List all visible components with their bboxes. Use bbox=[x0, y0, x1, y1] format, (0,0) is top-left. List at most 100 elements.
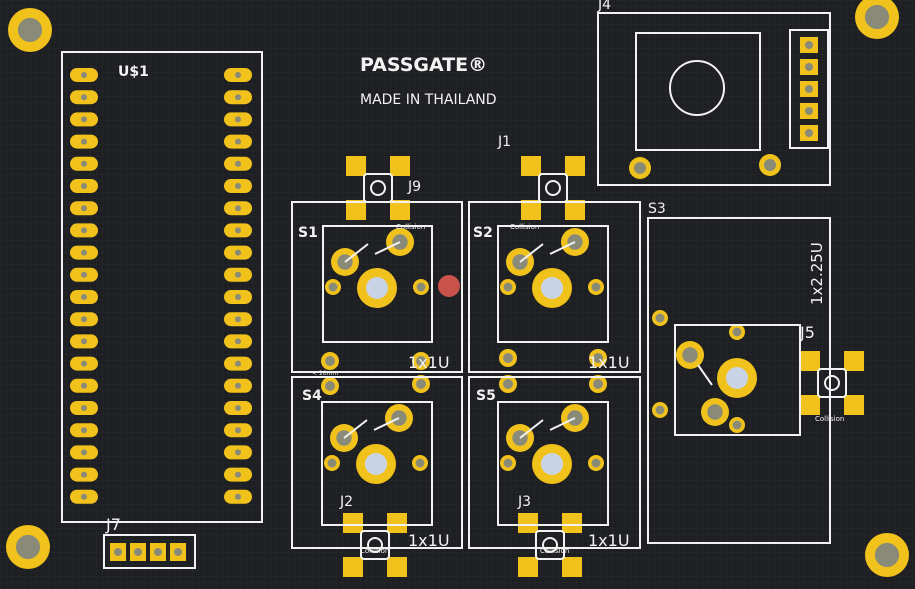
j3-ring bbox=[542, 537, 558, 553]
j2-pad bbox=[387, 513, 407, 533]
u1-pin-drill bbox=[235, 183, 241, 189]
s1-outline bbox=[291, 201, 463, 373]
u1-pin-drill bbox=[235, 294, 241, 300]
u1-pin-drill bbox=[235, 160, 241, 167]
u1-pin-drill bbox=[235, 427, 241, 434]
j4-pin-drill bbox=[805, 63, 813, 71]
j1-pad bbox=[521, 200, 541, 220]
label-s5: S5 bbox=[476, 388, 496, 404]
u1-pin-drill bbox=[81, 405, 87, 411]
j9-pad bbox=[390, 200, 410, 220]
s1-hole-drill bbox=[325, 356, 335, 366]
mounting-hole-drill bbox=[17, 17, 43, 43]
label-j9: J9 bbox=[407, 179, 421, 195]
u1-pin-drill bbox=[235, 493, 241, 500]
j1-pad bbox=[565, 200, 585, 220]
s3-pad-drill bbox=[707, 404, 723, 420]
u1-outline bbox=[61, 51, 263, 523]
j1-pad bbox=[521, 156, 541, 176]
s1-hole-drill bbox=[416, 356, 426, 366]
s4-outline bbox=[291, 376, 463, 549]
j1-ring bbox=[545, 180, 561, 196]
s3-peg-drill bbox=[732, 420, 742, 430]
j4-outline bbox=[597, 12, 831, 186]
label-j4: J4 bbox=[597, 0, 611, 13]
collision-j2: Collision bbox=[360, 547, 389, 555]
s4-peg-drill bbox=[415, 458, 425, 468]
s4-silk bbox=[343, 419, 368, 439]
u1-pin-drill bbox=[81, 160, 87, 167]
s5-hole-drill bbox=[503, 379, 513, 389]
label-s3: S3 bbox=[648, 201, 666, 217]
j7-pin-drill bbox=[114, 548, 122, 556]
j3-pad bbox=[518, 557, 538, 577]
s5-size: 1x1U bbox=[588, 531, 630, 550]
s3-center-drill bbox=[726, 367, 748, 389]
u1-pin-drill bbox=[235, 360, 241, 367]
label-s1: S1 bbox=[298, 225, 318, 241]
u1-pin-drill bbox=[235, 405, 241, 411]
j2-ring bbox=[367, 537, 383, 553]
mounting-hole-drill bbox=[864, 4, 890, 30]
led bbox=[438, 275, 460, 297]
s5-hole-drill bbox=[593, 379, 603, 389]
j2-pad bbox=[343, 513, 363, 533]
u1-pin-drill bbox=[81, 360, 87, 367]
made-in-text: MADE IN THAILAND bbox=[360, 92, 497, 108]
u1-pin-drill bbox=[81, 227, 87, 234]
label-s2: S2 bbox=[473, 225, 493, 241]
j4-circle bbox=[669, 60, 725, 116]
s5-silk bbox=[519, 419, 544, 439]
s2-silk bbox=[549, 241, 576, 255]
j4-connector bbox=[789, 29, 829, 149]
s2-hole-drill bbox=[593, 353, 603, 363]
collision-j3: Collision bbox=[540, 547, 569, 555]
j7-pin-drill bbox=[134, 548, 142, 556]
s3-peg-drill bbox=[732, 327, 742, 337]
u1-pin-drill bbox=[235, 338, 241, 345]
u1-pin-drill bbox=[235, 227, 241, 234]
j3-pad bbox=[562, 557, 582, 577]
u1-pin-drill bbox=[235, 138, 241, 145]
j9-pad bbox=[346, 200, 366, 220]
collision-j9: Collision bbox=[396, 223, 425, 231]
label-j2: J2 bbox=[339, 494, 353, 510]
brand-logo: PASSGATE® bbox=[360, 54, 487, 76]
u1-pin-drill bbox=[235, 94, 241, 101]
u1-pin-drill bbox=[81, 116, 87, 123]
j3-pad bbox=[562, 513, 582, 533]
label-s4: S4 bbox=[302, 388, 322, 404]
u1-pin-drill bbox=[235, 249, 241, 256]
u1-pin-drill bbox=[81, 138, 87, 145]
s3-inner bbox=[674, 324, 801, 436]
s1-peg-drill bbox=[328, 282, 338, 292]
label-u1: U$1 bbox=[118, 64, 149, 80]
j7-outline bbox=[103, 534, 196, 569]
j4-pin-drill bbox=[805, 107, 813, 115]
label-j3: J3 bbox=[517, 494, 531, 510]
s4-center-drill bbox=[365, 453, 387, 475]
j7-pin-drill bbox=[154, 548, 162, 556]
s2-peg-drill bbox=[591, 282, 601, 292]
u1-pin-drill bbox=[81, 493, 87, 500]
u1-pin-drill bbox=[81, 94, 87, 101]
mounting-hole-drill bbox=[15, 534, 41, 560]
s1-silk bbox=[374, 241, 401, 255]
s3-hole-drill bbox=[655, 405, 665, 415]
label-j7: J7 bbox=[105, 515, 121, 534]
s2-inner bbox=[497, 225, 609, 343]
j4-mount-hole-drill bbox=[763, 158, 777, 172]
s3-size: 1x2.25U bbox=[808, 242, 826, 305]
j7-pin-drill bbox=[174, 548, 182, 556]
j4-pin-drill bbox=[805, 129, 813, 137]
u1-pin-drill bbox=[81, 205, 87, 212]
u1-pin-drill bbox=[81, 249, 87, 256]
mounting-hole-drill bbox=[874, 542, 900, 568]
s1-center-drill bbox=[366, 277, 388, 299]
s2-size: 1x1U bbox=[588, 353, 630, 372]
j9-ring bbox=[370, 180, 386, 196]
u1-pin-drill bbox=[235, 116, 241, 123]
j9-pad bbox=[346, 156, 366, 176]
u1-pin-drill bbox=[81, 271, 87, 278]
